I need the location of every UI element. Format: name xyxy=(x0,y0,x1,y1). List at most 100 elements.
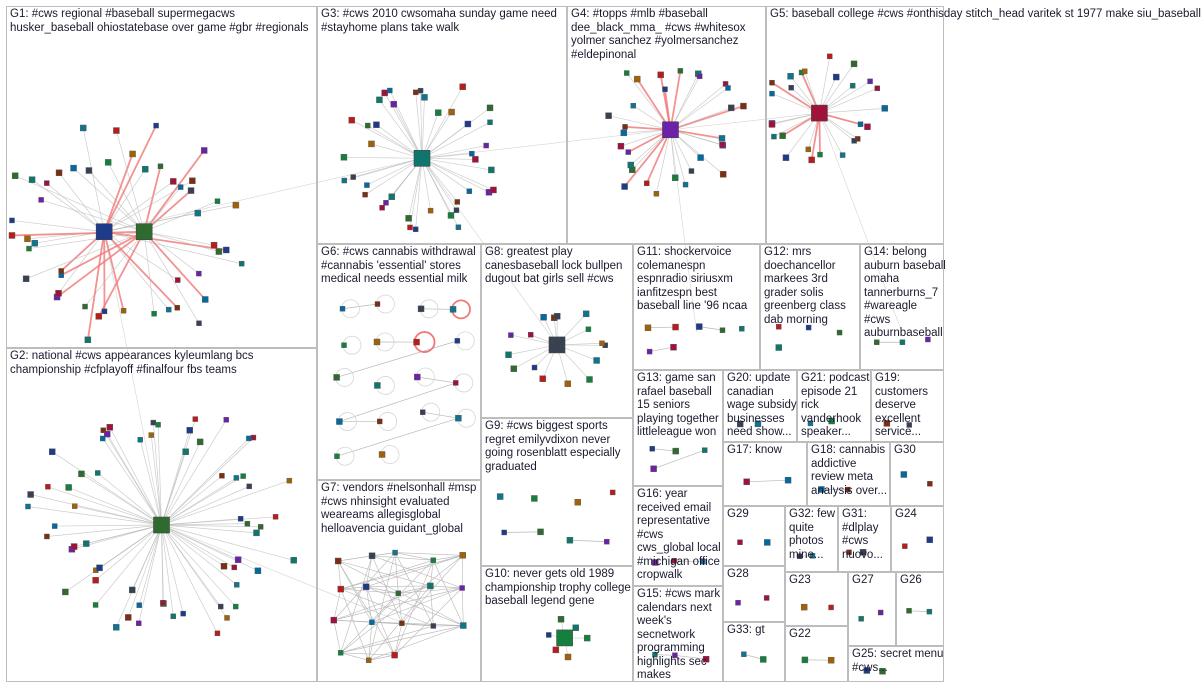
node-g2[interactable] xyxy=(65,484,72,491)
node-g1[interactable] xyxy=(196,270,202,277)
node-g2[interactable] xyxy=(78,470,85,478)
node-g15[interactable] xyxy=(702,655,710,663)
node-g1[interactable] xyxy=(55,290,62,297)
node-g2[interactable] xyxy=(96,564,103,572)
node-g2[interactable] xyxy=(160,599,166,606)
node-g5[interactable] xyxy=(874,85,881,92)
node-g11[interactable] xyxy=(646,348,653,355)
node-g17[interactable] xyxy=(743,478,750,486)
node-g9[interactable] xyxy=(566,537,574,544)
node-g14[interactable] xyxy=(925,336,931,343)
node-g4[interactable] xyxy=(617,142,625,150)
node-g4[interactable] xyxy=(672,174,679,181)
node-g2[interactable] xyxy=(246,435,252,442)
node-g6[interactable] xyxy=(455,414,462,422)
node-g29[interactable] xyxy=(737,539,743,545)
node-g3[interactable] xyxy=(348,116,355,124)
node-g6[interactable] xyxy=(378,451,386,458)
node-g3[interactable] xyxy=(407,224,413,231)
node-g6[interactable] xyxy=(377,418,383,425)
node-g16[interactable] xyxy=(652,559,659,566)
node-g2[interactable] xyxy=(253,529,260,537)
node-g24[interactable] xyxy=(902,543,908,549)
node-g3[interactable] xyxy=(387,87,393,94)
node-g27[interactable] xyxy=(858,616,864,622)
node-g4[interactable] xyxy=(662,86,668,92)
node-g5[interactable] xyxy=(857,121,864,127)
node-g7[interactable] xyxy=(391,651,398,659)
node-g1[interactable] xyxy=(232,201,240,209)
node-g28[interactable] xyxy=(735,600,741,606)
node-g4[interactable] xyxy=(657,71,664,79)
node-g4[interactable] xyxy=(682,181,689,188)
node-g3[interactable] xyxy=(379,205,385,211)
node-g4[interactable] xyxy=(627,161,634,169)
node-g3[interactable] xyxy=(454,199,461,205)
node-g1[interactable] xyxy=(153,122,159,129)
node-g9[interactable] xyxy=(609,489,616,496)
hub-node-g10[interactable] xyxy=(556,629,573,647)
node-g2[interactable] xyxy=(155,422,161,428)
node-g1[interactable] xyxy=(120,308,127,314)
node-g3[interactable] xyxy=(350,174,356,180)
node-g12[interactable] xyxy=(775,344,782,351)
node-g3[interactable] xyxy=(487,119,493,125)
node-g1[interactable] xyxy=(157,163,164,170)
node-g7[interactable] xyxy=(430,557,436,563)
node-g9[interactable] xyxy=(496,493,504,500)
node-g1[interactable] xyxy=(44,180,50,186)
node-g1[interactable] xyxy=(113,127,120,134)
node-g4[interactable] xyxy=(718,135,726,142)
node-g8[interactable] xyxy=(505,351,512,358)
node-g7[interactable] xyxy=(368,552,376,560)
node-g2[interactable] xyxy=(136,602,142,608)
node-g2[interactable] xyxy=(103,430,111,438)
node-g3[interactable] xyxy=(417,87,424,94)
node-g7[interactable] xyxy=(362,583,370,590)
node-g8[interactable] xyxy=(586,376,593,383)
node-g13[interactable] xyxy=(650,465,657,472)
node-g5[interactable] xyxy=(839,152,846,158)
node-g4[interactable] xyxy=(725,85,731,91)
node-g1[interactable] xyxy=(82,303,88,310)
hub-node-g4[interactable] xyxy=(662,121,679,139)
node-g2[interactable] xyxy=(49,448,56,455)
node-g5[interactable] xyxy=(833,73,840,81)
node-g3[interactable] xyxy=(453,207,460,213)
node-g1[interactable] xyxy=(187,187,195,194)
node-g4[interactable] xyxy=(719,141,725,148)
node-g1[interactable] xyxy=(24,235,31,243)
node-g1[interactable] xyxy=(223,246,230,254)
node-g12[interactable] xyxy=(836,329,843,336)
node-g4[interactable] xyxy=(697,154,704,161)
node-g3[interactable] xyxy=(464,120,472,128)
node-g8[interactable] xyxy=(540,314,547,321)
node-g20[interactable] xyxy=(754,420,762,428)
node-g2[interactable] xyxy=(180,610,186,617)
node-g6[interactable] xyxy=(374,382,381,389)
node-g1[interactable] xyxy=(189,177,196,184)
node-g30[interactable] xyxy=(927,481,933,487)
node-g8[interactable] xyxy=(564,380,572,387)
node-g7[interactable] xyxy=(399,620,405,626)
node-g21[interactable] xyxy=(828,417,835,425)
node-g6[interactable] xyxy=(453,380,459,386)
node-g3[interactable] xyxy=(448,108,455,116)
node-g2[interactable] xyxy=(196,438,204,446)
node-g3[interactable] xyxy=(412,226,419,233)
node-g8[interactable] xyxy=(554,313,561,320)
node-g31[interactable] xyxy=(846,549,852,556)
node-g1[interactable] xyxy=(80,124,87,132)
node-g7[interactable] xyxy=(392,549,398,556)
node-g1[interactable] xyxy=(22,275,30,282)
node-g4[interactable] xyxy=(620,129,628,137)
node-g3[interactable] xyxy=(466,188,473,194)
node-g1[interactable] xyxy=(38,197,44,203)
node-g32[interactable] xyxy=(797,553,803,559)
node-g4[interactable] xyxy=(644,180,650,187)
node-g6[interactable] xyxy=(374,301,381,307)
node-g2[interactable] xyxy=(192,416,199,422)
node-g3[interactable] xyxy=(368,140,375,148)
node-g11[interactable] xyxy=(672,323,679,331)
node-g4[interactable] xyxy=(740,102,747,110)
